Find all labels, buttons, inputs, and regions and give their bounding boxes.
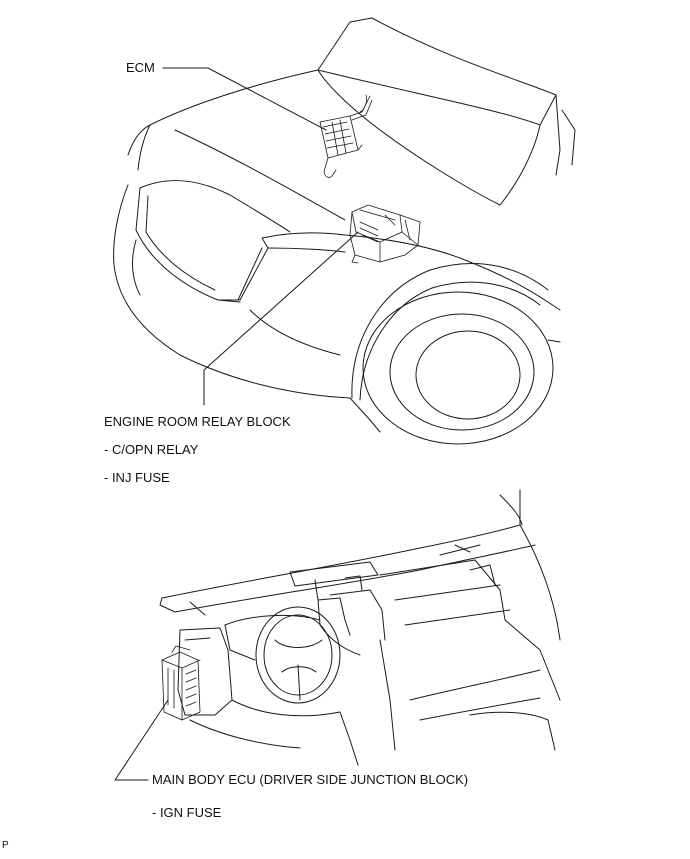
c-opn-relay-label: - C/OPN RELAY	[104, 442, 199, 457]
corner-mark: P	[2, 840, 9, 851]
dashboard-interior-illustration	[159, 489, 561, 766]
inj-fuse-label: - INJ FUSE	[104, 470, 170, 485]
engine-room-relay-block-label: ENGINE ROOM RELAY BLOCK	[104, 414, 291, 429]
main-body-ecu-label: MAIN BODY ECU (DRIVER SIDE JUNCTION BLOC…	[152, 772, 469, 787]
ecm-label: ECM	[126, 60, 155, 75]
ecm-leader-line	[162, 67, 327, 131]
vehicle-front-illustration	[113, 17, 576, 445]
main-body-ecu-component	[161, 645, 201, 721]
main-body-ecu-leader-line	[114, 699, 169, 781]
relay-block-leader-line	[203, 231, 359, 406]
ecm-component	[319, 94, 373, 178]
engine-room-relay-block-component	[349, 204, 421, 264]
ign-fuse-label: - IGN FUSE	[152, 805, 222, 820]
